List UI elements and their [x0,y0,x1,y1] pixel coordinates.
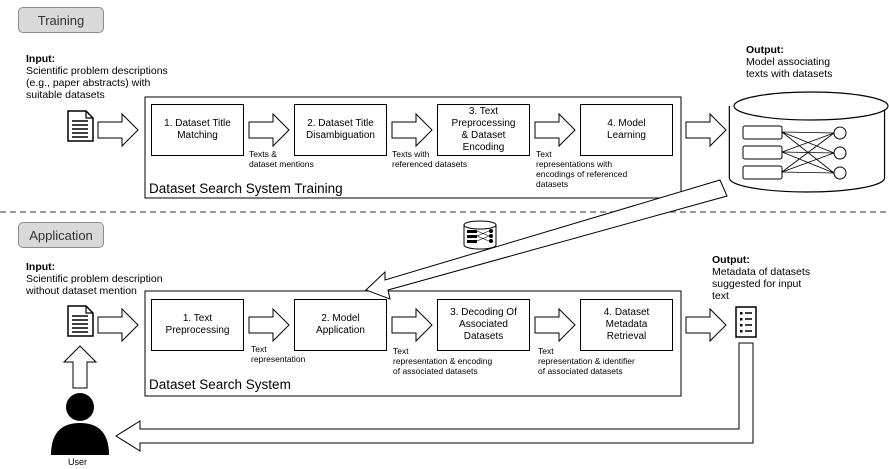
application-input-heading: Input: [26,261,56,273]
application-output-line: text [712,290,729,302]
flow-arrows-training [97,112,727,148]
application-output-line: Metadata of datasets [712,266,811,278]
connector-line: dataset mentions [249,159,314,169]
block-arrow [685,112,727,148]
connector-line: representation [251,354,306,364]
training-step-4-box: 4. Model Learning [580,104,673,156]
training-connector-3-label: Text representations with encodings of r… [536,149,627,189]
application-output-line: suggested for input [712,278,802,290]
user-icon [51,393,109,455]
training-input-line: Scientific problem descriptions [26,65,168,77]
block-arrow [391,307,433,343]
connector-line: representation & encoding [393,356,493,366]
training-system-label: Dataset Search System Training [149,181,343,196]
application-step-2-box: 2. Model Application [294,299,387,351]
training-step-1-box: 1. Dataset Title Matching [151,104,244,156]
application-connector-1-label: Text representation [251,344,305,364]
training-output-label: Output: Model associating texts with dat… [746,44,832,80]
training-input-heading: Input: [26,53,56,65]
application-input-line: without dataset mention [26,285,137,297]
application-input-label: Input: Scientific problem description wi… [26,261,163,297]
training-output-heading: Output: [746,44,784,56]
model-database-icon [728,91,889,193]
training-input-line: suitable datasets [26,89,105,101]
block-arrow [248,112,290,148]
connector-line: Texts with [392,149,430,159]
connector-line: Text [538,346,554,356]
training-step-2-box: 2. Dataset Title Disambiguation [294,104,387,156]
user-input-arrow [62,345,98,389]
connector-line: Texts & [249,149,277,159]
connector-line: representation & identifier [538,356,635,366]
connector-line: Text [393,346,409,356]
application-connector-2-label: Text representation & encoding of associ… [393,346,492,376]
connector-line: Text [251,344,267,354]
training-input-label: Input: Scientific problem descriptions (… [26,53,168,101]
training-connector-2-label: Texts with referenced datasets [392,149,467,169]
application-step-3-box: 3. Decoding Of Associated Datasets [437,299,530,351]
block-arrow [97,307,139,343]
flow-arrows-application [97,307,727,343]
block-arrow [534,307,576,343]
application-output-heading: Output: [712,254,750,266]
application-system-label: Dataset Search System [149,377,291,392]
connector-line: of associated datasets [538,366,623,376]
document-icon [67,305,94,337]
training-output-line: Model associating [746,56,831,68]
connector-line: of associated datasets [393,366,478,376]
block-arrow [685,307,727,343]
training-step-3-box: 3. Text Preprocessing & Dataset Encoding [437,104,530,156]
model-transfer-arrow [365,179,728,300]
training-phase-tag: Training [18,7,104,33]
training-input-line: (e.g., paper abstracts) with [26,77,151,89]
document-icon [67,110,94,142]
application-phase-label: Application [29,227,93,243]
application-step-4-box: 4. Dataset Metadata Retrieval [580,299,673,351]
small-database-icon [463,220,497,250]
list-document-icon [735,306,757,338]
training-output-line: texts with datasets [746,68,833,80]
block-arrow [248,307,290,343]
block-arrow [534,112,576,148]
connector-line: encodings of referenced [536,169,628,179]
block-arrow [391,112,433,148]
application-input-line: Scientific problem description [26,273,163,285]
application-connector-3-label: Text representation & identifier of asso… [538,346,635,376]
result-return-arrow [115,342,754,452]
connector-line: referenced datasets [392,159,468,169]
block-arrow [97,112,139,148]
connector-line: representations with [536,159,613,169]
training-connector-1-label: Texts & dataset mentions [249,149,314,169]
connector-line: datasets [536,179,569,189]
application-phase-tag: Application [18,222,104,248]
application-output-label: Output: Metadata of datasets suggested f… [712,254,810,302]
connector-line: Text [536,149,552,159]
training-phase-label: Training [37,12,85,28]
user-label: User [68,457,88,467]
application-step-1-box: 1. Text Preprocessing [151,299,244,351]
